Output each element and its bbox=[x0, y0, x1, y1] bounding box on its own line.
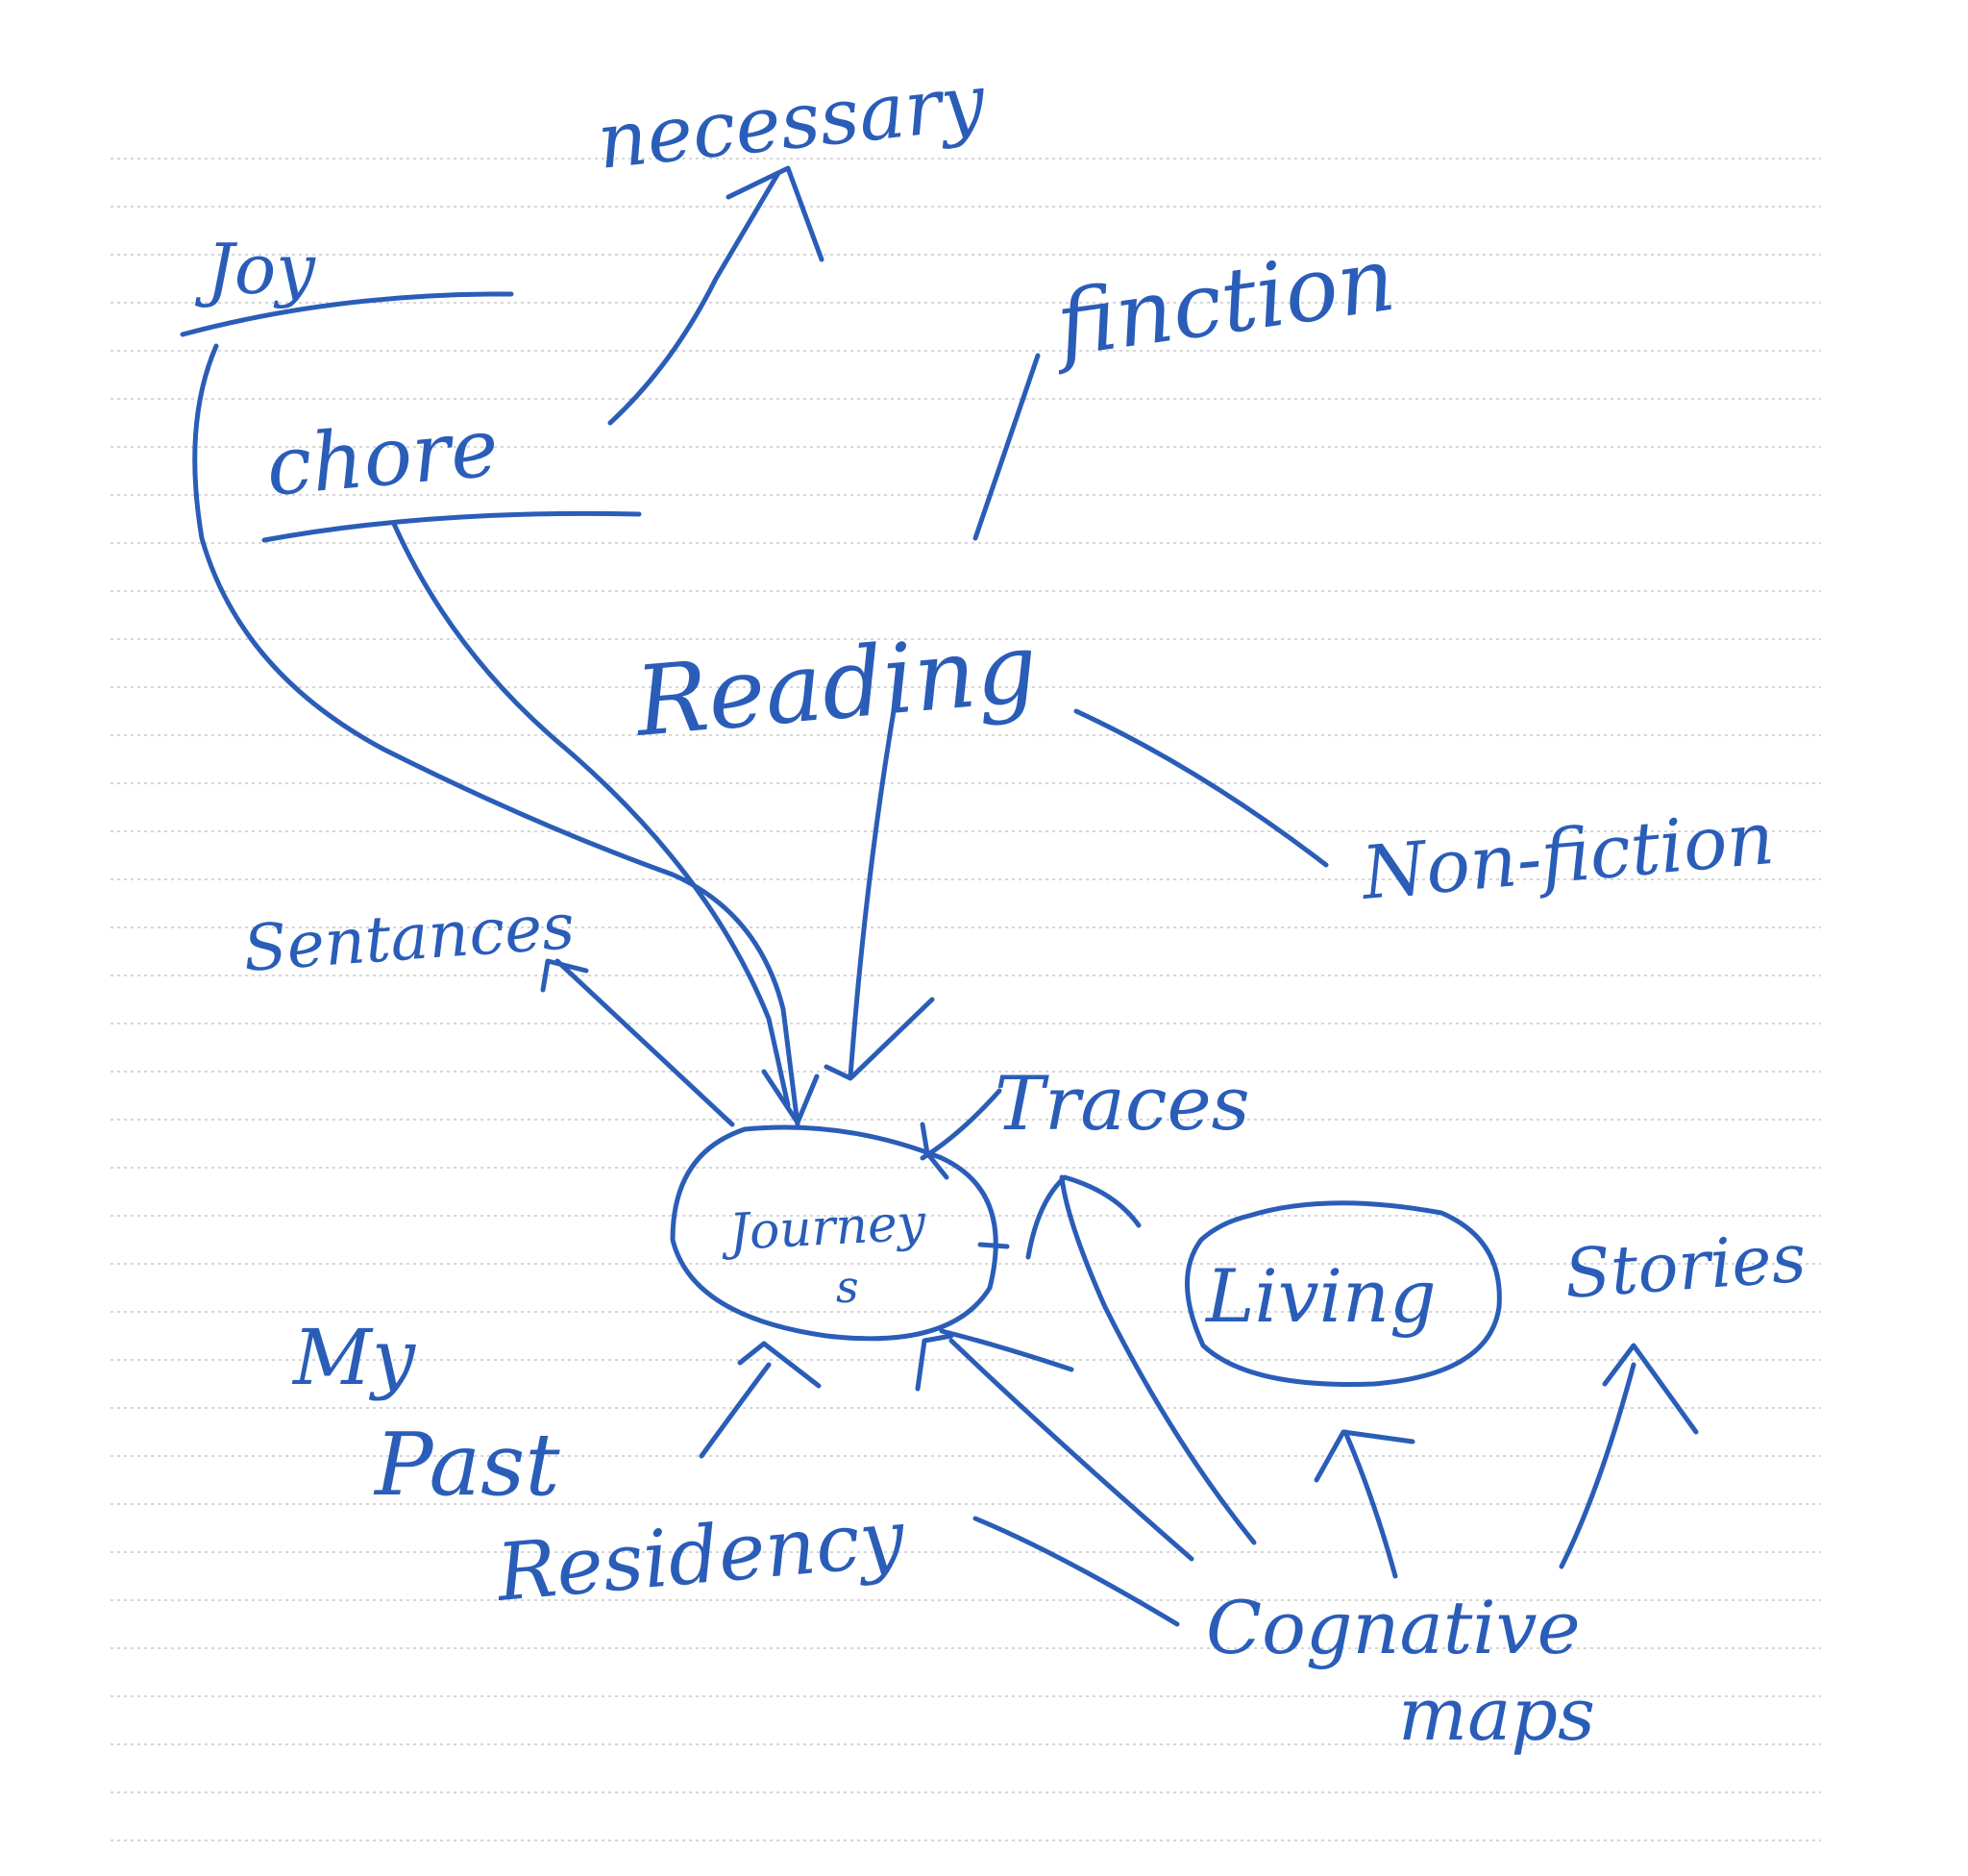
label-joy: Joy bbox=[194, 229, 316, 309]
journeys-bottom-arrowhead bbox=[915, 1333, 954, 1392]
journeys-ellipse bbox=[670, 1124, 998, 1342]
reading-journeys-connector bbox=[848, 708, 897, 1079]
residency-arrowhead bbox=[737, 1341, 822, 1389]
label-stories: Stories bbox=[1562, 1219, 1808, 1314]
label-journeys-line1: Journey bbox=[720, 1194, 928, 1262]
labels: necessary Joy chore finction Reading Non… bbox=[194, 57, 1808, 1757]
journeys-ellipse-tail bbox=[977, 1242, 1010, 1249]
traces-connector bbox=[920, 1088, 1002, 1161]
journeys-top-arrowhead bbox=[761, 1069, 820, 1125]
label-living: Living bbox=[1204, 1253, 1437, 1339]
label-non-fiction: Non-fiction bbox=[1357, 795, 1778, 916]
joy-underline bbox=[180, 291, 514, 337]
sentences-connector bbox=[554, 958, 735, 1127]
joy-journeys-connector bbox=[192, 343, 800, 1127]
chore-underline bbox=[261, 510, 642, 543]
sentences-arrowhead bbox=[540, 958, 589, 993]
label-chore: chore bbox=[262, 400, 502, 514]
traces-up-arrowhead bbox=[1025, 1174, 1142, 1260]
stories-arrowhead bbox=[1602, 1343, 1699, 1435]
non-fiction-connector bbox=[1073, 708, 1329, 868]
connector-strokes bbox=[180, 165, 1699, 1627]
label-journeys-line2: s bbox=[836, 1261, 859, 1313]
residency-cognative-connector bbox=[972, 1516, 1180, 1627]
reading-arrowhead bbox=[824, 997, 935, 1081]
living-circle bbox=[1185, 1200, 1502, 1387]
cognative-traces-connector bbox=[1059, 1174, 1257, 1545]
label-past: Past bbox=[373, 1415, 560, 1516]
label-finction: finction bbox=[1045, 228, 1401, 378]
necessary-arrowhead bbox=[726, 165, 824, 262]
label-traces: Traces bbox=[995, 1061, 1250, 1148]
ruled-lines bbox=[111, 158, 1821, 1841]
living-arrowhead bbox=[1314, 1429, 1415, 1483]
fiction-connector bbox=[972, 353, 1041, 541]
cognative-stories-connector bbox=[1559, 1362, 1636, 1569]
cognative-living-connector bbox=[1342, 1429, 1398, 1579]
label-reading: Reading bbox=[629, 611, 1042, 758]
label-maps: maps bbox=[1398, 1671, 1595, 1757]
label-sentences: Sentances bbox=[241, 889, 578, 986]
chore-journeys-connector bbox=[391, 521, 791, 1108]
residency-journeys-connector bbox=[699, 1362, 772, 1459]
label-my: My bbox=[291, 1313, 417, 1402]
chore-necessary-connector bbox=[607, 170, 781, 426]
cognative-journeys-connector-1 bbox=[939, 1328, 1074, 1372]
cognative-journeys-connector-2 bbox=[948, 1338, 1194, 1562]
label-necessary: necessary bbox=[593, 57, 991, 186]
label-cognative: Cognative bbox=[1206, 1585, 1581, 1670]
